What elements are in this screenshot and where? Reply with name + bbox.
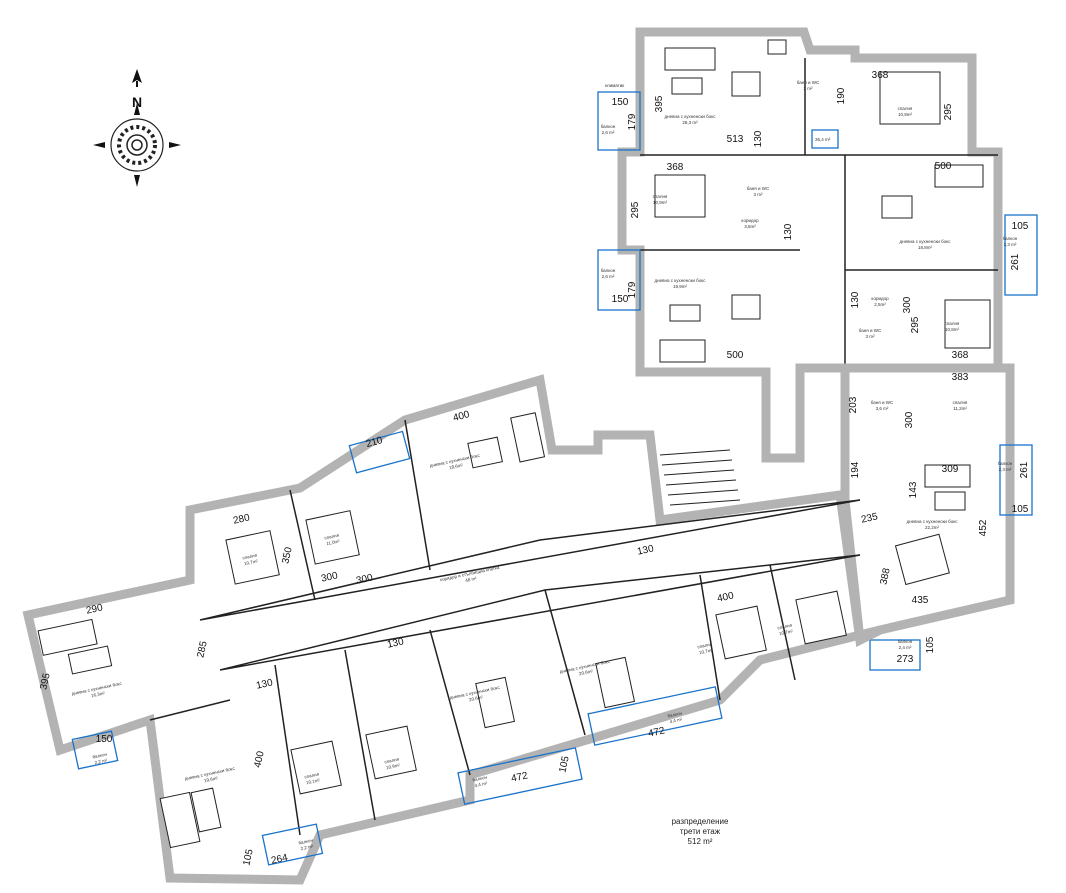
dimension-label: 309: [942, 464, 959, 475]
dimension-label: 130: [255, 677, 274, 691]
dimension-label: 130: [783, 223, 794, 240]
dimension-label: 388: [878, 567, 892, 586]
dimension-label: 264: [270, 852, 289, 866]
dimension-label: 130: [636, 543, 655, 557]
dimension-label: 452: [978, 519, 989, 536]
dimension-label: 350: [280, 546, 294, 565]
dimension-label: 130: [386, 636, 405, 650]
dimension-label: 295: [630, 201, 641, 218]
dimension-label: 395: [38, 672, 52, 691]
dimension-label: 400: [716, 590, 735, 604]
dimension-label: 105: [1012, 221, 1029, 232]
dimension-label: 105: [241, 848, 255, 867]
dimension-label: 513: [727, 134, 744, 145]
north-label: N: [132, 94, 142, 110]
dimension-label: 290: [85, 602, 104, 616]
dimension-label: 235: [860, 511, 879, 525]
dimension-label: 194: [850, 461, 861, 478]
dimension-label: 300: [320, 570, 339, 584]
dimension-label: 368: [667, 162, 684, 173]
dimension-label: 179: [627, 281, 638, 298]
dimension-label: 368: [952, 350, 969, 361]
compass-rose-icon: N: [93, 69, 181, 187]
dimension-label: 261: [1010, 253, 1021, 270]
room-label: балкон2,2 m²: [298, 837, 315, 851]
dimension-label: 143: [908, 481, 919, 498]
dimension-label: 105: [557, 755, 571, 774]
main-wing: [22, 374, 883, 885]
dimension-label: 150: [612, 294, 629, 305]
room-label: балкон4,4 m²: [667, 710, 684, 724]
dimension-label: 273: [897, 654, 914, 665]
upper-block: [597, 27, 1038, 500]
dimension-label: 130: [753, 130, 764, 147]
apartment-area-tag: 35,4 m²: [815, 137, 831, 142]
dimension-label: 300: [355, 572, 374, 586]
room-label: балкон4,4 m²: [472, 774, 489, 788]
dimension-label: 400: [252, 750, 266, 769]
dimension-label: 300: [902, 296, 913, 313]
dimension-label: 435: [912, 595, 929, 606]
room-label: балкон2,2 m²: [92, 751, 109, 765]
dimension-label: 179: [627, 113, 638, 130]
room-label: спалня10,7m²: [242, 552, 259, 566]
dimension-label: 190: [836, 87, 847, 104]
dimension-label: 285: [195, 640, 209, 659]
dimension-label: 130: [850, 291, 861, 308]
caption-line-2: трети етаж: [679, 827, 721, 836]
dimension-label: 105: [1012, 504, 1029, 515]
dimension-label: 400: [452, 409, 471, 424]
dimension-label: 203: [848, 396, 859, 413]
dimension-label: 383: [952, 372, 969, 383]
dimension-label: 472: [510, 770, 529, 784]
dimension-label: 295: [910, 316, 921, 333]
room-label: спалня10,7m²: [777, 622, 794, 636]
dimension-label: 261: [1019, 461, 1030, 478]
room-label: спалня10,1m²: [304, 771, 321, 785]
ac-label: климатик: [605, 83, 624, 88]
room-label: спалня11,0m²: [324, 532, 341, 546]
dimension-label: 105: [925, 636, 936, 653]
caption-line-3: 512 m²: [687, 837, 713, 846]
dimension-label: 150: [612, 97, 629, 108]
dimension-label: 368: [872, 70, 889, 81]
floor-caption: разпределение трети етаж 512 m²: [640, 817, 760, 847]
room-label: спалня10,9m²: [384, 756, 401, 770]
dimension-label: 500: [935, 161, 952, 172]
room-label: спалня10,7m²: [697, 641, 714, 655]
dimension-label: 210: [365, 435, 384, 450]
dimension-label: 295: [943, 103, 954, 120]
dimension-label: 300: [904, 411, 915, 428]
dimension-labels: 3951791505133682951901303682951301791505…: [38, 70, 1030, 867]
dimension-label: 280: [232, 512, 251, 526]
dimension-label: 500: [727, 350, 744, 361]
dimension-label: 395: [654, 95, 665, 112]
dimension-label: 150: [96, 734, 113, 745]
caption-line-1: разпределение: [671, 817, 729, 826]
dimension-label: 472: [647, 725, 666, 739]
